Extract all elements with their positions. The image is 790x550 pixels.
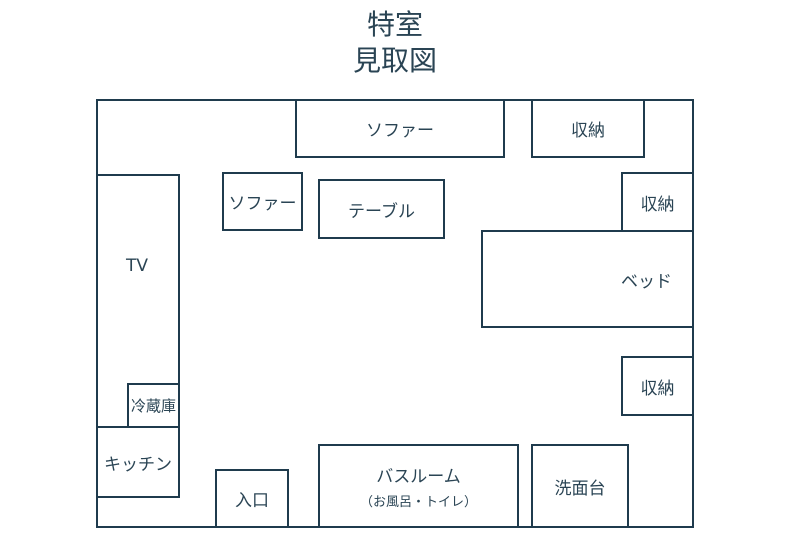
storage-top-label: 収納 xyxy=(571,121,605,141)
storage-right-label: 収納 xyxy=(640,194,675,215)
sofa-left-label: ソファー xyxy=(228,194,297,214)
sofa-left: ソファー xyxy=(222,172,303,231)
washbasin: 洗面台 xyxy=(531,444,629,528)
washbasin-label: 洗面台 xyxy=(554,478,606,499)
bathroom-sublabel: （お風呂・トイレ） xyxy=(359,495,477,510)
table: テーブル xyxy=(318,179,445,239)
tv-label: TV xyxy=(126,256,149,276)
sofa-top-label: ソファー xyxy=(366,121,434,141)
storage-top: 収納 xyxy=(531,99,645,158)
bed: ベッド xyxy=(481,230,694,328)
storage-right: 収納 xyxy=(621,172,694,232)
entrance-label: 入口 xyxy=(235,491,269,511)
table-label: テーブル xyxy=(348,201,415,222)
kitchen-label: キッチン xyxy=(104,454,172,475)
bathroom-label: バスルーム xyxy=(376,467,461,487)
bathroom: バスルーム （お風呂・トイレ） xyxy=(318,444,519,528)
entrance: 入口 xyxy=(215,469,289,528)
bed-label: ベッド xyxy=(621,271,672,292)
fridge-label: 冷蔵庫 xyxy=(130,397,176,415)
storage-lower: 収納 xyxy=(621,356,694,416)
fridge: 冷蔵庫 xyxy=(127,383,180,428)
sofa-top: ソファー xyxy=(295,99,505,158)
storage-lower-label: 収納 xyxy=(640,378,675,399)
kitchen: キッチン xyxy=(96,426,180,498)
plan-subtitle: 見取図 xyxy=(352,44,437,77)
plan-title: 特室 xyxy=(366,8,423,41)
